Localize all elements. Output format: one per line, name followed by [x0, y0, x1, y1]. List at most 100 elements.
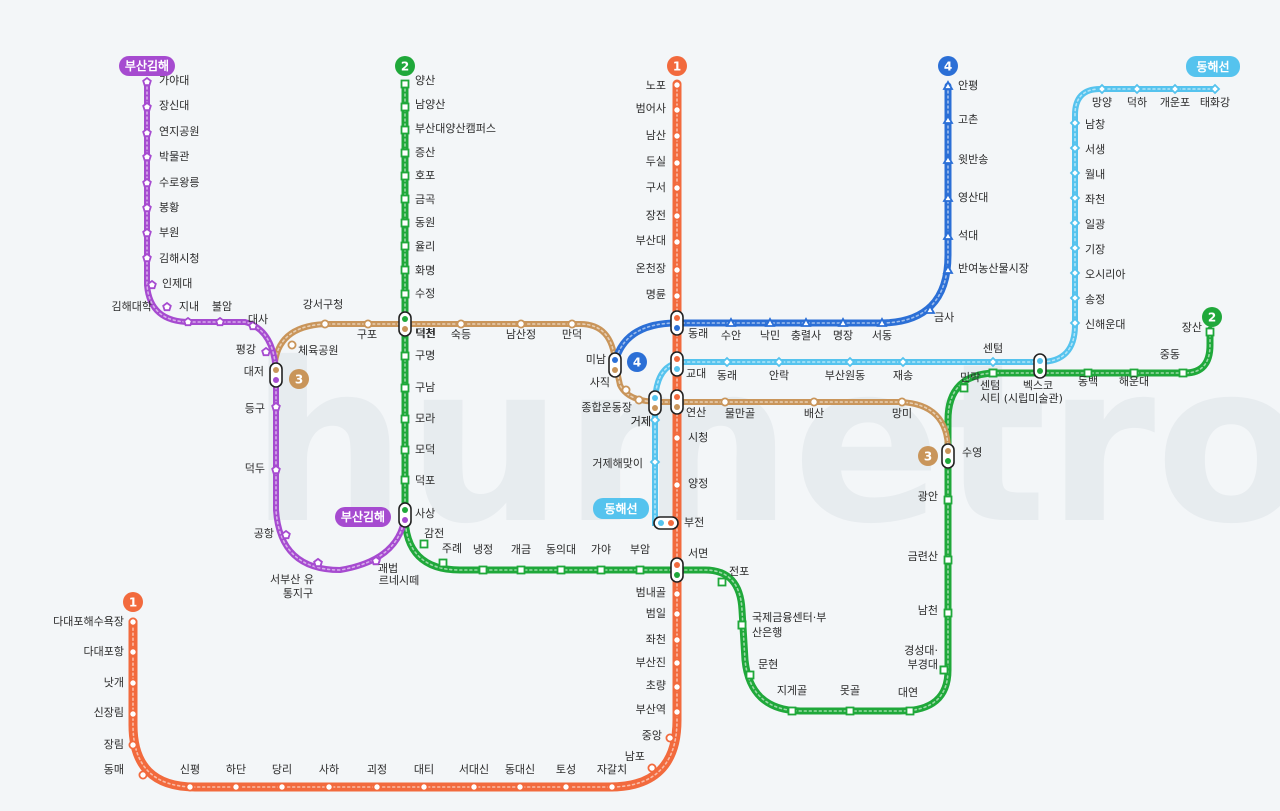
station-marker-l3[interactable] — [621, 385, 631, 395]
station-marker-l4[interactable] — [942, 154, 954, 164]
station-marker-l2[interactable] — [745, 670, 755, 680]
station-marker-l1[interactable] — [647, 763, 657, 773]
station-marker-l4[interactable] — [764, 317, 776, 327]
transfer-station-marker[interactable] — [941, 443, 955, 469]
station-marker-l1[interactable] — [128, 617, 138, 627]
station-marker-l2[interactable] — [787, 706, 797, 716]
station-marker-bgl[interactable] — [313, 557, 323, 568]
station-marker-l1[interactable] — [672, 480, 682, 490]
station-marker-l4[interactable] — [942, 264, 954, 274]
station-marker-l2[interactable] — [400, 102, 410, 112]
station-marker-l4[interactable] — [800, 317, 812, 327]
station-marker-l1[interactable] — [419, 782, 429, 792]
station-marker-l3[interactable] — [287, 340, 297, 350]
station-marker-bgl[interactable] — [248, 320, 258, 331]
station-marker-bgl[interactable] — [371, 555, 381, 566]
station-marker-l2[interactable] — [959, 383, 969, 393]
station-marker-l1[interactable] — [324, 782, 334, 792]
station-marker-l2[interactable] — [400, 218, 410, 228]
transfer-station-marker[interactable] — [670, 351, 684, 377]
station-marker-l1[interactable] — [672, 682, 682, 692]
station-marker-l1[interactable] — [128, 740, 138, 750]
station-marker-l1[interactable] — [672, 211, 682, 221]
station-marker-l1[interactable] — [672, 589, 682, 599]
station-marker-donghae[interactable] — [1069, 192, 1081, 204]
station-marker-bgl[interactable] — [261, 346, 271, 357]
station-marker-l2[interactable] — [635, 565, 645, 575]
station-marker-bgl[interactable] — [271, 401, 281, 412]
station-marker-bgl[interactable] — [271, 464, 281, 475]
station-marker-l2[interactable] — [400, 475, 410, 485]
station-marker-l2[interactable] — [400, 414, 410, 424]
station-marker-l1[interactable] — [672, 658, 682, 668]
station-marker-donghae[interactable] — [1069, 267, 1081, 279]
station-marker-l2[interactable] — [556, 565, 566, 575]
station-marker-l2[interactable] — [419, 539, 429, 549]
station-marker-l4[interactable] — [924, 304, 936, 314]
station-marker-l3[interactable] — [363, 319, 373, 329]
station-marker-donghae[interactable] — [844, 356, 856, 368]
station-marker-l2[interactable] — [400, 265, 410, 275]
station-marker-l1[interactable] — [672, 131, 682, 141]
station-marker-l2[interactable] — [478, 565, 488, 575]
station-marker-l1[interactable] — [672, 291, 682, 301]
station-marker-donghae[interactable] — [649, 456, 661, 468]
station-marker-l4[interactable] — [837, 317, 849, 327]
station-marker-l2[interactable] — [400, 148, 410, 158]
station-marker-donghae[interactable] — [649, 414, 661, 426]
transfer-station-marker[interactable] — [398, 311, 412, 337]
station-marker-l1[interactable] — [128, 709, 138, 719]
station-marker-donghae[interactable] — [1069, 317, 1081, 329]
station-marker-donghae[interactable] — [1096, 83, 1108, 95]
station-marker-l1[interactable] — [372, 782, 382, 792]
station-marker-l1[interactable] — [672, 609, 682, 619]
station-marker-donghae[interactable] — [1069, 117, 1081, 129]
station-marker-donghae[interactable] — [1069, 292, 1081, 304]
station-marker-l1[interactable] — [672, 635, 682, 645]
transfer-station-marker[interactable] — [269, 362, 283, 388]
station-marker-l2[interactable] — [400, 383, 410, 393]
station-marker-l4[interactable] — [876, 317, 888, 327]
station-marker-l1[interactable] — [665, 733, 675, 743]
station-marker-l1[interactable] — [672, 105, 682, 115]
station-marker-l1[interactable] — [515, 782, 525, 792]
station-marker-l1[interactable] — [672, 707, 682, 717]
station-marker-l2[interactable] — [988, 368, 998, 378]
station-marker-l2[interactable] — [400, 351, 410, 361]
station-marker-bgl[interactable] — [142, 252, 152, 263]
station-marker-l1[interactable] — [672, 183, 682, 193]
station-marker-l1[interactable] — [672, 433, 682, 443]
station-marker-l1[interactable] — [231, 782, 241, 792]
station-marker-l2[interactable] — [943, 495, 953, 505]
station-marker-l1[interactable] — [561, 782, 571, 792]
station-marker-l2[interactable] — [438, 558, 448, 568]
transfer-station-marker[interactable] — [398, 502, 412, 528]
station-marker-l3[interactable] — [567, 319, 577, 329]
transfer-station-marker[interactable] — [608, 352, 622, 378]
station-marker-l2[interactable] — [400, 171, 410, 181]
transfer-station-marker[interactable] — [670, 389, 684, 415]
station-marker-donghae[interactable] — [1131, 83, 1143, 95]
station-marker-l3[interactable] — [634, 395, 644, 405]
station-marker-l2[interactable] — [905, 706, 915, 716]
station-marker-donghae[interactable] — [1069, 242, 1081, 254]
station-marker-l2[interactable] — [400, 194, 410, 204]
station-marker-l1[interactable] — [277, 782, 287, 792]
station-marker-l4[interactable] — [725, 317, 737, 327]
station-marker-l1[interactable] — [672, 237, 682, 247]
station-marker-donghae[interactable] — [1069, 217, 1081, 229]
station-marker-l1[interactable] — [672, 158, 682, 168]
station-marker-l3[interactable] — [456, 319, 466, 329]
station-marker-l2[interactable] — [737, 620, 747, 630]
station-marker-l3[interactable] — [516, 319, 526, 329]
station-marker-l1[interactable] — [128, 678, 138, 688]
station-marker-l2[interactable] — [943, 555, 953, 565]
station-marker-l1[interactable] — [469, 782, 479, 792]
station-marker-bgl[interactable] — [142, 101, 152, 112]
station-marker-bgl[interactable] — [142, 227, 152, 238]
station-marker-l2[interactable] — [400, 125, 410, 135]
station-marker-bgl[interactable] — [281, 529, 291, 540]
station-marker-donghae[interactable] — [1209, 83, 1221, 95]
station-marker-l2[interactable] — [400, 79, 410, 89]
station-marker-donghae[interactable] — [1069, 142, 1081, 154]
